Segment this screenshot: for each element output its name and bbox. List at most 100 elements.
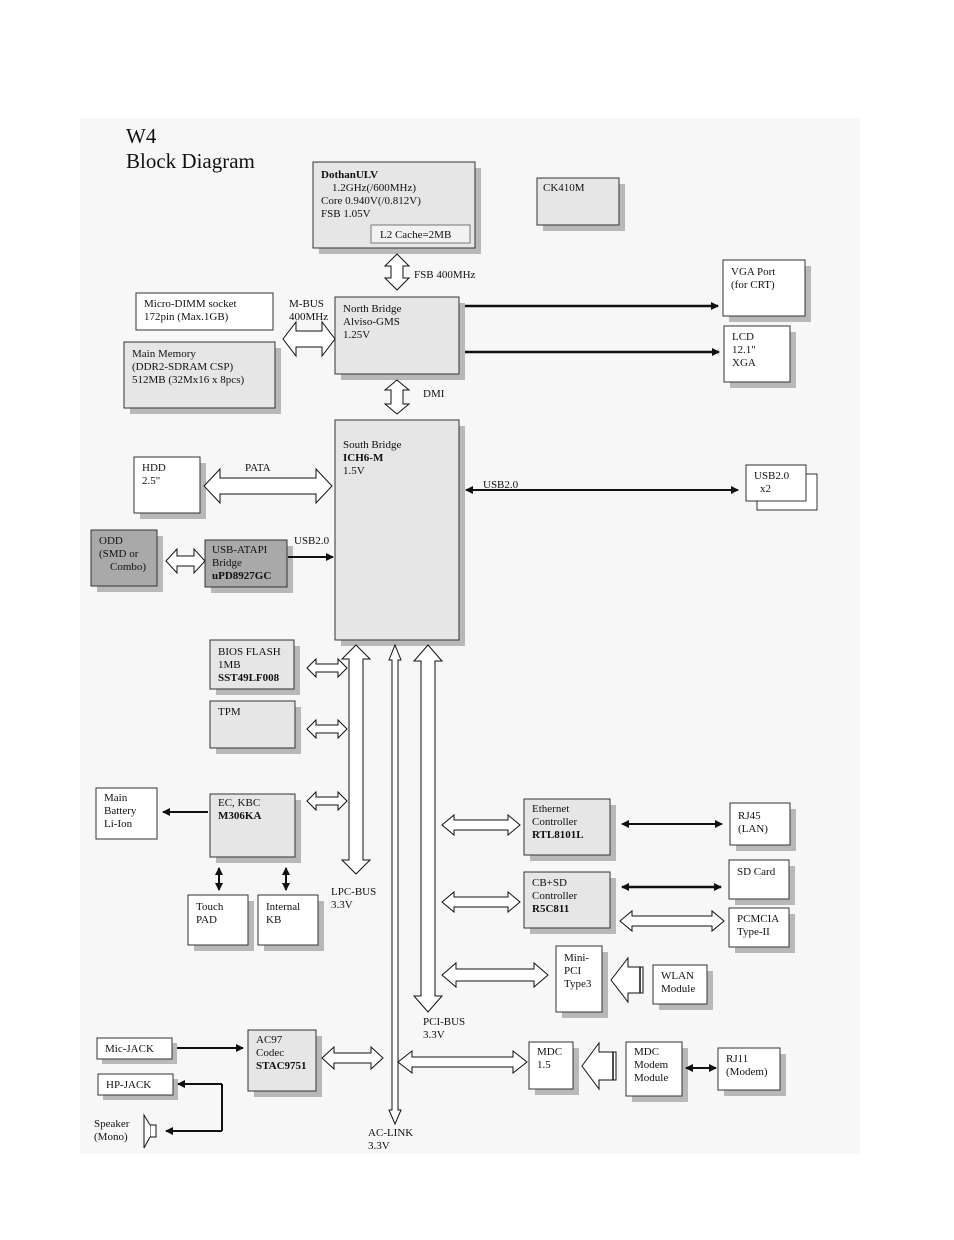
pci-bus-voltage: 3.3V (423, 1029, 445, 1041)
svg-text:WLAN: WLAN (661, 970, 694, 982)
svg-text:STAC9751: STAC9751 (256, 1060, 307, 1072)
svg-text:512MB (32Mx16 x 8pcs): 512MB (32Mx16 x 8pcs) (132, 374, 244, 386)
ac97-aclink-connector (321, 1045, 384, 1071)
svg-text:Ethernet: Ethernet (532, 803, 569, 815)
svg-text:Combo): Combo) (110, 561, 146, 573)
diagram-subtitle: Block Diagram (126, 149, 255, 173)
minipci-pci-connector (441, 961, 549, 989)
svg-text:RTL8101L: RTL8101L (532, 829, 584, 841)
svg-text:(for CRT): (for CRT) (731, 279, 775, 291)
odd-block: ODD (SMD or Combo) (90, 529, 163, 592)
svg-text:AC97: AC97 (256, 1034, 283, 1046)
pcmcia-block: PCMCIA Type-II (728, 907, 795, 953)
svg-text:HDD: HDD (142, 462, 166, 474)
cpu-block: DothanULV 1.2GHz(/600MHz) Core 0.940V(/0… (312, 161, 481, 254)
vga-port-block: VGA Port (for CRT) (722, 259, 811, 322)
wlan-minipci-connector (610, 956, 644, 1004)
svg-text:Internal: Internal (266, 901, 300, 913)
svg-text:BIOS FLASH: BIOS FLASH (218, 646, 281, 658)
svg-text:1.5V: 1.5V (343, 465, 365, 477)
clock-block: CK410M (536, 177, 625, 231)
internal-kb-block: Internal KB (257, 894, 324, 951)
sd-card-block: SD Card (728, 859, 795, 905)
svg-text:2.5": 2.5" (142, 475, 160, 487)
l2-cache-label: L2 Cache=2MB (380, 229, 451, 241)
svg-text:Core 0.940V(/0.812V): Core 0.940V(/0.812V) (321, 195, 421, 207)
pata-connector (203, 467, 333, 505)
svg-text:XGA: XGA (732, 357, 756, 369)
south-bridge-block: South Bridge ICH6-M 1.5V (334, 419, 465, 646)
svg-text:M306KA: M306KA (218, 810, 261, 822)
svg-text:Type3: Type3 (564, 978, 592, 990)
svg-text:Mini-: Mini- (564, 952, 589, 964)
svg-text:RJ45: RJ45 (738, 810, 761, 822)
wlan-module-block: WLAN Module (652, 964, 713, 1010)
svg-text:Main Memory: Main Memory (132, 348, 196, 360)
svg-text:1.5: 1.5 (537, 1059, 551, 1071)
bios-flash-block: BIOS FLASH 1MB SST49LF008 (209, 639, 300, 695)
usb-link-label: USB2.0 (483, 479, 519, 491)
rj45-block: RJ45 (LAN) (729, 802, 796, 851)
pci-bus-label: PCI-BUS (423, 1016, 465, 1028)
svg-text:(DDR2-SDRAM CSP): (DDR2-SDRAM CSP) (132, 361, 233, 373)
svg-text:Controller: Controller (532, 816, 578, 828)
svg-text:SD Card: SD Card (737, 866, 776, 878)
svg-text:HP-JACK: HP-JACK (106, 1079, 151, 1091)
svg-text:Bridge: Bridge (212, 557, 242, 569)
lpc-bus-voltage: 3.3V (331, 899, 353, 911)
speaker-block: Speaker (Mono) (94, 1113, 157, 1149)
svg-text:RJ11: RJ11 (726, 1053, 748, 1065)
svg-text:ODD: ODD (99, 535, 123, 547)
ec-kbc-block: EC, KBC M306KA (209, 793, 301, 863)
bios-lpc-connector (306, 657, 348, 679)
dmi-connector (383, 379, 411, 415)
atapi-usb-label: USB2.0 (294, 535, 330, 547)
svg-text:Mic-JACK: Mic-JACK (105, 1043, 154, 1055)
tpm-block: TPM (209, 700, 301, 754)
mdc-aclink-connector (397, 1049, 528, 1075)
svg-text:South Bridge: South Bridge (343, 439, 401, 451)
svg-text:Speaker: Speaker (94, 1118, 130, 1130)
svg-text:R5C811: R5C811 (532, 903, 569, 915)
mini-pci-block: Mini- PCI Type3 (555, 945, 608, 1018)
svg-text:12.1": 12.1" (732, 344, 756, 356)
odd-atapi-connector (165, 547, 206, 575)
rj11-block: RJ11 (Modem) (717, 1047, 786, 1096)
svg-text:Module: Module (661, 983, 695, 995)
svg-text:EC, KBC: EC, KBC (218, 797, 260, 809)
svg-text:Main: Main (104, 792, 128, 804)
touch-pad-block: Touch PAD (187, 894, 254, 951)
svg-text:Codec: Codec (256, 1047, 284, 1059)
svg-text:Modem: Modem (634, 1059, 669, 1071)
pcmcia-connector (619, 909, 725, 933)
svg-text:KB: KB (266, 914, 281, 926)
svg-text:Module: Module (634, 1072, 668, 1084)
svg-text:PAD: PAD (196, 914, 217, 926)
hdd-block: HDD 2.5" (133, 456, 206, 519)
modem-mdc-connector (581, 1041, 617, 1091)
north-bridge-block: North Bridge Alviso-GMS 1.25V (334, 296, 465, 380)
svg-text:VGA Port: VGA Port (731, 266, 775, 278)
mdc-block: MDC 1.5 (528, 1041, 579, 1095)
svg-text:PCI: PCI (564, 965, 581, 977)
svg-text:1.25V: 1.25V (343, 329, 370, 341)
diagram-title: W4 (126, 124, 157, 148)
tpm-lpc-connector (306, 718, 348, 740)
mic-jack-block: Mic-JACK (96, 1037, 177, 1064)
svg-text:(Mono): (Mono) (94, 1131, 128, 1143)
main-memory-block: Main Memory (DDR2-SDRAM CSP) 512MB (32Mx… (123, 341, 281, 414)
mbus-connector (282, 320, 336, 358)
hp-jack-block: HP-JACK (97, 1073, 178, 1100)
ethernet-pci-connector (441, 813, 521, 837)
svg-text:Li-Ion: Li-Ion (104, 818, 133, 830)
usb-atapi-bridge-block: USB-ATAPI Bridge uPD8927GC (204, 539, 293, 593)
svg-text:Alviso-GMS: Alviso-GMS (343, 316, 400, 328)
svg-text:Micro-DIMM socket: Micro-DIMM socket (144, 298, 237, 310)
lpc-bus (340, 644, 372, 875)
svg-text:USB2.0: USB2.0 (754, 470, 790, 482)
usb-ports-block: USB2.0 x2 (745, 464, 818, 511)
pci-bus (412, 644, 444, 1013)
ac97-codec-block: AC97 Codec STAC9751 (247, 1029, 322, 1097)
svg-text:ICH6-M: ICH6-M (343, 452, 384, 464)
